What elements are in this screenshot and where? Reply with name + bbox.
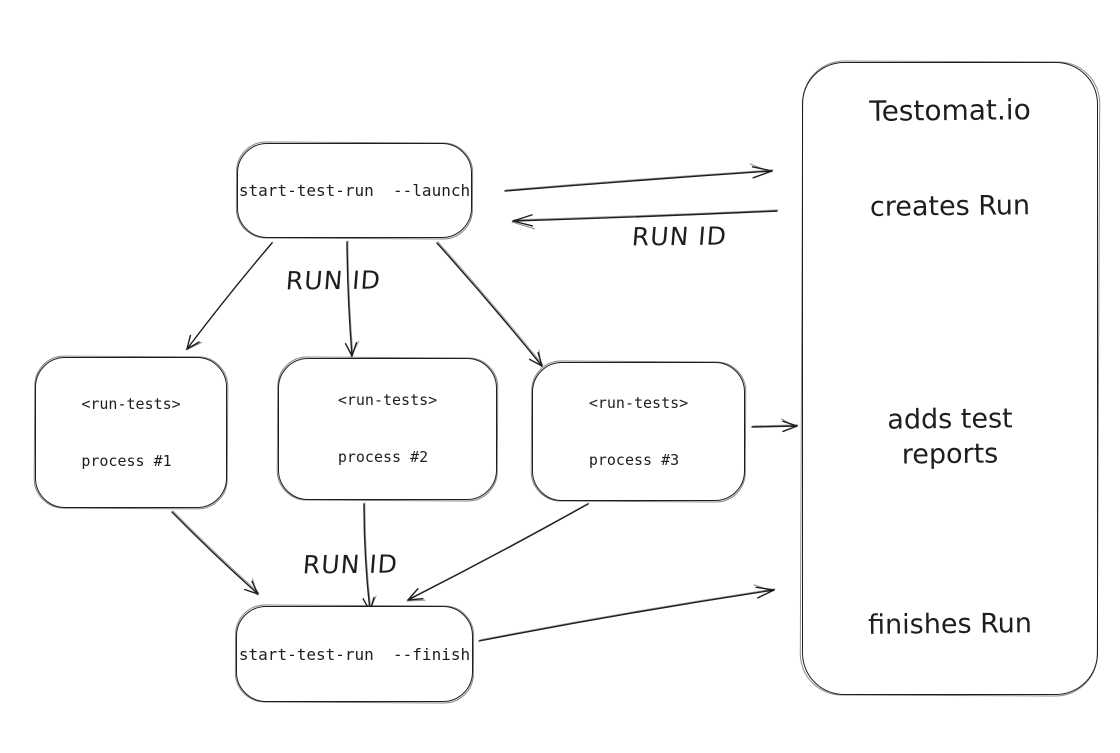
arrow-launch-to-process2 bbox=[344, 240, 360, 358]
node-run-tests-process-1: <run-tests> process #1 bbox=[35, 357, 227, 508]
arrow-launch-to-testomat bbox=[504, 163, 774, 192]
testomat-title: Testomat.io bbox=[869, 93, 1031, 128]
node-process2-line2: process #2 bbox=[337, 448, 429, 466]
arrow-finish-to-testomat bbox=[478, 584, 776, 642]
edge-label-run-id-top: RUN ID bbox=[630, 221, 729, 252]
node-start-test-run-launch: start-test-run --launch bbox=[237, 143, 472, 238]
node-finish-label: start-test-run --finish bbox=[238, 644, 471, 664]
arrow-launch-to-process3 bbox=[436, 241, 544, 368]
testomat-step-finishes-run: finishes Run bbox=[867, 608, 1033, 641]
node-run-tests-process-3: <run-tests> process #3 bbox=[532, 362, 745, 501]
node-start-test-run-finish: start-test-run --finish bbox=[236, 606, 473, 702]
node-testomat-io: Testomat.io creates Run adds test report… bbox=[802, 62, 1098, 695]
edge-label-run-id-middle: RUN ID bbox=[284, 265, 383, 296]
node-process1-line1: <run-tests> bbox=[81, 394, 181, 413]
arrow-process3-to-testomat bbox=[751, 418, 799, 433]
node-process1-line2: process #1 bbox=[81, 451, 172, 470]
node-process2-line1: <run-tests> bbox=[337, 391, 438, 409]
arrow-launch-to-process1 bbox=[185, 241, 274, 351]
arrow-process3-to-finish bbox=[406, 502, 590, 602]
node-process3-line1: <run-tests> bbox=[588, 393, 689, 412]
edge-label-run-id-bottom: RUN ID bbox=[301, 549, 400, 580]
testomat-step-adds-test-line2: reports bbox=[901, 438, 999, 471]
testomat-step-adds-test-line1: adds test bbox=[887, 403, 1013, 436]
node-process3-line2: process #3 bbox=[588, 450, 680, 469]
arrow-process1-to-finish bbox=[171, 510, 260, 596]
testomat-step-creates-run: creates Run bbox=[869, 190, 1031, 223]
node-run-tests-process-2: <run-tests> process #2 bbox=[278, 358, 497, 500]
node-launch-label: start-test-run --launch bbox=[238, 181, 471, 200]
